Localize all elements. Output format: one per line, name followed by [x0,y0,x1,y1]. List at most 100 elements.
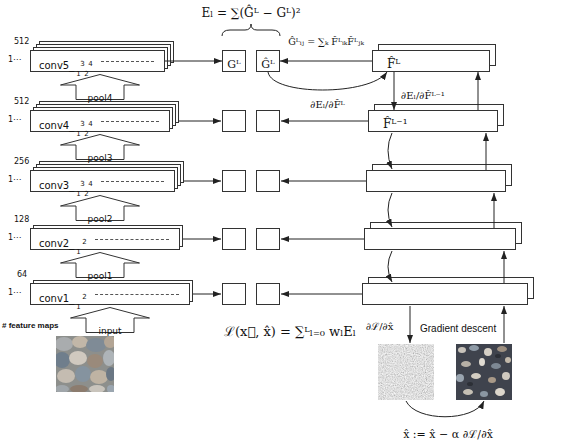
edge-label: Ĝᴸᵢⱼ = ∑ₖ F̂ᴸᵢₖF̂ᴸⱼₖ [287,36,365,47]
gradient-label: ∂ℒ/∂x̂ [366,321,393,333]
conv-layer: conv3_1234 [30,170,175,192]
total-loss-formula: ℒ(x⃗, x̂) = ∑ᴸₗ₌₀ wₗEₗ [224,324,356,340]
gram-square [257,284,280,305]
dashed-line [101,121,159,122]
pool-name-holder: pool1 [88,265,113,283]
pebble [57,369,75,383]
edge-label-holder: Ĝᴸᵢⱼ = ∑ₖ F̂ᴸᵢₖF̂ᴸⱼₖ [287,31,365,49]
layer-name-holder: conv1_ [39,288,74,306]
layer-index: 2 [84,70,88,78]
feature-arrow [281,294,362,295]
pool-name-holder: pool3 [88,147,113,165]
layer-index: 1 [76,303,80,311]
layer-index: 4 [88,120,92,128]
pebble [107,385,114,392]
step-label: Gradient descent [420,323,496,335]
synthesized-image [456,344,512,400]
feature-symbol: F̂ᴸ⁻¹ [383,117,408,131]
dashed-line [95,239,169,240]
gram-symbol-holder: Gᴸ [227,54,240,72]
pool-name: pool2 [88,214,113,225]
layer-index-holder: 4 [88,172,92,190]
feature-stack: F̂ᴸ⁻¹ [368,110,498,132]
feature-stack [367,171,506,192]
edge-label: ∂Eₗ/∂F̂ᴸ⁻¹ [400,90,446,102]
layer-index: 1 [76,190,80,198]
feature-count-holder: 512 [14,90,29,108]
update-formula-holder: x̂ := x̂ − α ∂ℒ/∂x̂ [403,424,493,442]
forward-arrow [504,251,505,283]
texture-blob [479,358,485,366]
feature-index: 1⋯ [8,175,21,185]
feature-stack [365,229,516,250]
feature-index: 1⋯ [8,233,21,243]
layer-index-holder: 3 [80,52,84,70]
gradient-label-holder: ∂ℒ/∂x̂ [366,316,393,334]
texture-blob [471,373,481,379]
texture-blob [469,345,479,351]
layer-name: conv3_ [39,180,74,192]
update-formula: x̂ := x̂ − α ∂ℒ/∂x̂ [403,428,493,441]
gram-square [223,284,246,305]
edge-label-holder: ∂Eₗ/∂F̂ᴸ⁻¹ [400,85,446,103]
edge-label: ∂Eₗ/∂F̂ᴸ [309,99,346,111]
layer-index-holder: 3 [80,112,84,130]
layer-index: 1 [76,248,80,256]
texture-blob [495,354,501,358]
input-name-holder: input [98,320,121,338]
layer-index: 3 [80,120,84,128]
feature-arrow [281,121,368,122]
feature-arrow [190,294,221,295]
layer-name: conv2_ [39,238,74,250]
pebble [56,385,69,392]
texture-blob [505,357,511,363]
texture-blob [461,361,471,367]
layer-index: 1 [76,130,80,138]
layer-index: 4 [88,60,92,68]
layer-name-holder: conv3_ [39,175,74,193]
feature-count-holder: 256 [14,150,29,168]
gram-square [223,229,246,250]
pool-arrow: pool1 [60,252,140,278]
feature-index-holder: 1⋯ [8,48,21,66]
layer-index-holder: 1 [76,122,80,140]
feature-count: 128 [14,215,29,225]
connector [394,72,395,110]
texture-blob [502,372,510,380]
forward-arrow [504,306,505,343]
pool-name-holder: pool4 [88,87,113,105]
feature-arrow [180,239,221,240]
pool-name: pool1 [88,271,113,282]
texture-blob [495,388,505,396]
texture-blob [467,382,473,386]
pool-name: pool3 [88,153,113,164]
texture-blob [497,346,507,352]
brace [222,24,280,36]
connector [268,72,387,90]
layer-name: conv4_ [39,120,74,132]
texture-blob [463,389,473,395]
input-name: input [98,326,121,337]
layer-index-holder: 4 [88,112,92,130]
axis-note-holder: # feature maps [2,314,58,332]
feature-index-holder: 1⋯ [8,281,21,299]
layer-index: 2 [82,238,86,246]
feature-arrow [281,239,364,240]
pebble [86,338,106,352]
gram-symbol: Gᴸ [227,58,240,71]
pool-arrow: pool4 [60,74,140,100]
gram-box: Gᴸ [222,50,246,72]
loss-formula-holder: Eₗ = ∑(Ĝᴸ − Gᴸ)² [202,3,301,21]
layer-name-holder: conv2_ [39,233,74,251]
pool-name-holder: pool2 [88,208,113,226]
conv-layer: conv4_1234 [30,110,170,132]
feature-count: 512 [14,37,29,47]
gram-square [257,229,280,250]
backprop-arrow [388,133,392,169]
pebble [103,350,114,366]
feature-index: 1⋯ [8,288,21,298]
layer-index: 2 [82,293,86,301]
conv-layer: conv2_12 [30,228,180,250]
layer-index: 4 [88,180,92,188]
